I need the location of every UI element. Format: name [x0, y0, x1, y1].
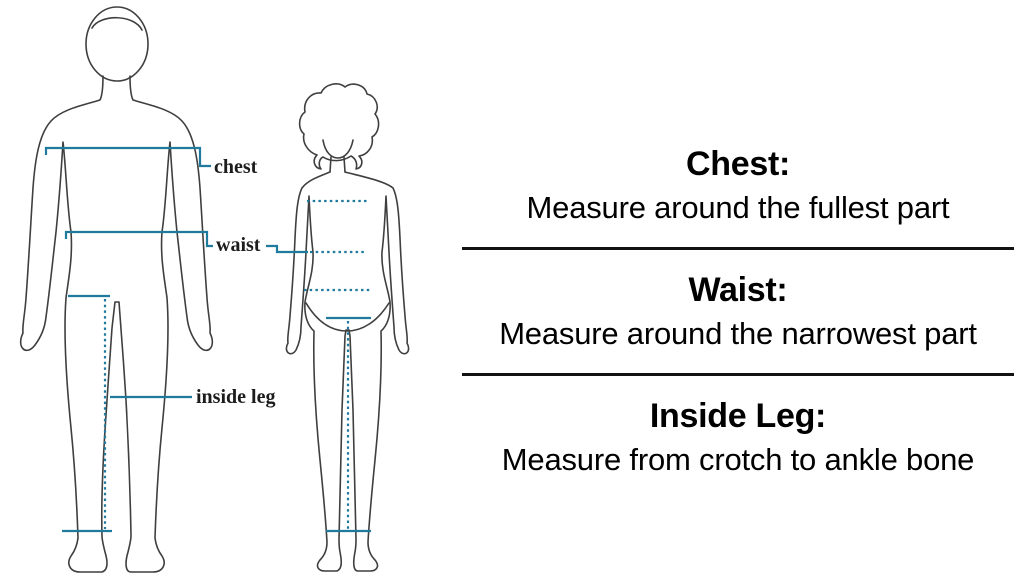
- female-body-outline: [285, 171, 410, 572]
- inside-leg-description: Measure from crotch to ankle bone: [501, 442, 975, 477]
- waist-label: waist: [216, 234, 261, 256]
- male-figure: [19, 6, 214, 573]
- waist-connector-line: [266, 244, 308, 254]
- instructions-panel: Chest: Measure around the fullest part W…: [462, 142, 1014, 482]
- chest-label: chest: [214, 156, 258, 178]
- instruction-inside-leg: Inside Leg: Measure from crotch to ankle…: [462, 394, 1014, 482]
- divider-line: [462, 247, 1014, 250]
- male-body-outline: [19, 75, 214, 573]
- measurement-diagram: chest waist inside leg: [0, 0, 460, 586]
- waist-description: Measure around the narrowest part: [499, 316, 977, 351]
- male-head: [85, 6, 149, 82]
- measurement-lines: [44, 146, 371, 533]
- inside-leg-label: inside leg: [196, 386, 276, 408]
- body-figures-illustration: [19, 6, 410, 573]
- chest-measure-line: [44, 146, 211, 168]
- chest-title: Chest:: [686, 145, 790, 183]
- male-hairline: [91, 17, 143, 31]
- divider-line: [462, 373, 1014, 376]
- inside-leg-title: Inside Leg:: [649, 397, 827, 435]
- waist-title: Waist:: [688, 271, 788, 309]
- chest-description: Measure around the fullest part: [526, 190, 950, 225]
- female-neck: [329, 156, 346, 173]
- female-hair: [298, 83, 380, 170]
- waist-measure-line: [64, 230, 213, 248]
- female-leotard-line: [305, 302, 390, 332]
- female-chin: [322, 139, 354, 159]
- instruction-waist: Waist: Measure around the narrowest part: [462, 268, 1014, 356]
- instruction-chest: Chest: Measure around the fullest part: [462, 142, 1014, 230]
- female-figure: [285, 83, 410, 572]
